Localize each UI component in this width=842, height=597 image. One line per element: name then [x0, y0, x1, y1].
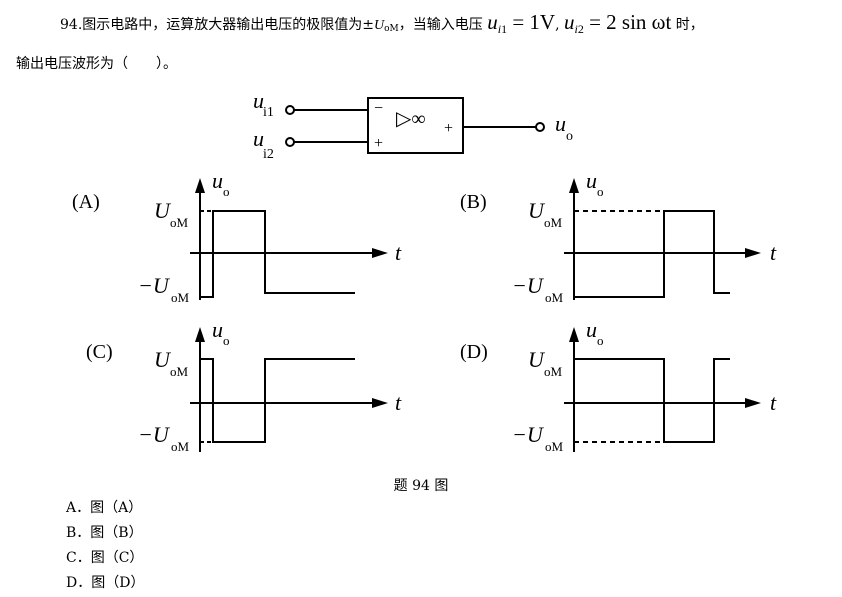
uom-label-c: U [154, 347, 172, 372]
uom-symbol: U [374, 18, 385, 33]
figure-caption: 题 94 图 [393, 478, 449, 494]
neguom-label-a: −U [138, 273, 171, 298]
option-c[interactable]: C．图（C） [66, 550, 144, 566]
question-number: 94. [60, 17, 83, 33]
uom-sub-a: oM [170, 215, 189, 230]
option-d[interactable]: D．图（D） [66, 575, 145, 591]
question-text-1: 图示电路中，运算放大器输出电压的极限值为± [82, 17, 374, 33]
uom-label-b: U [528, 198, 546, 223]
t-label-b: t [770, 240, 777, 265]
uom-sub-d: oM [544, 364, 563, 379]
y-sub-c: o [223, 333, 230, 348]
option-a[interactable]: A．图（A） [66, 500, 143, 516]
uom-label-a: U [154, 198, 172, 223]
label-c: (C) [86, 341, 113, 363]
uom-sub: oM [384, 24, 399, 34]
question-text-2: ，当输入电压 [398, 17, 483, 33]
graph-b: (B) u o t U oM −U oM [460, 168, 777, 305]
neguom-label-d: −U [512, 422, 545, 447]
t-label-d: t [770, 390, 777, 415]
label-b: (B) [460, 191, 487, 213]
option-b[interactable]: B．图（B） [66, 525, 143, 541]
input1-terminal [285, 105, 295, 115]
graph-a: (A) u o t U oM −U oM [72, 168, 402, 305]
plus-input: + [374, 135, 383, 152]
graph-d: (D) u o t U oM −U oM [460, 317, 777, 454]
question-text-3: 时， [675, 17, 704, 33]
uom-label-d: U [528, 347, 546, 372]
uom-sub-b: oM [544, 215, 563, 230]
t-label-c: t [395, 390, 402, 415]
graph-c: (C) u o t U oM −U oM [86, 317, 402, 454]
y-sub-d: o [597, 333, 604, 348]
input2-terminal [285, 137, 295, 147]
neguom-sub-b: oM [545, 290, 564, 305]
y-sub-a: o [223, 184, 230, 199]
ui1-eq: ui1 = 1V [487, 10, 556, 36]
label-a: (A) [72, 191, 100, 213]
ui2-eq: ui2 = 2 sin ωt [563, 10, 672, 36]
y-label-d: u [586, 317, 597, 342]
t-label-a: t [395, 240, 402, 265]
input1-sub: i1 [263, 105, 274, 120]
output-terminal [535, 122, 545, 132]
neguom-sub-c: oM [171, 439, 190, 454]
question-line-2: 输出电压波形为（ ）。 [16, 56, 177, 72]
op-amp-box [367, 97, 464, 154]
output-label: u [555, 111, 566, 136]
question-line-1: 94.图示电路中，运算放大器输出电压的极限值为±UoM，当输入电压 ui1 = … [60, 10, 704, 36]
neguom-label-b: −U [512, 273, 545, 298]
output-sub: o [566, 129, 573, 144]
input2-sub: i2 [263, 147, 274, 162]
minus-sign: − [374, 100, 383, 117]
neguom-sub-d: oM [545, 439, 564, 454]
op-amp-circuit [285, 97, 545, 154]
plus-output: + [444, 120, 453, 137]
neguom-label-c: −U [138, 422, 171, 447]
amp-symbol: ▷∞ [396, 108, 426, 130]
label-d: (D) [460, 341, 488, 363]
input1-label: u [253, 88, 264, 113]
input2-label: u [253, 126, 264, 151]
y-label-c: u [212, 317, 223, 342]
y-sub-b: o [597, 184, 604, 199]
y-label-b: u [586, 168, 597, 193]
uom-sub-c: oM [170, 364, 189, 379]
y-label-a: u [212, 168, 223, 193]
neguom-sub-a: oM [171, 290, 190, 305]
